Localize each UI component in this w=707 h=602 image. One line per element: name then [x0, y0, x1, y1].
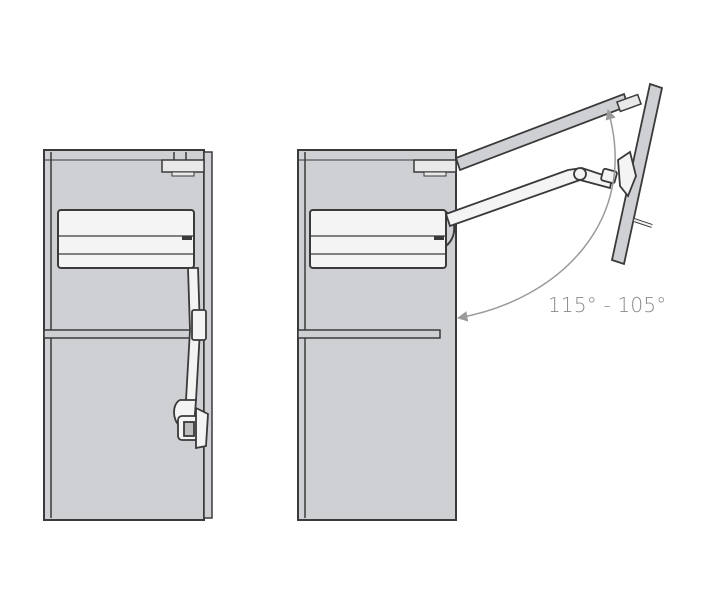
shelf-left [43, 329, 205, 339]
top-hinge-left [161, 152, 205, 177]
lift-unit-left [57, 209, 195, 269]
folded-arm [173, 267, 209, 450]
shelf-right [297, 329, 441, 339]
lift-unit-right [309, 209, 456, 269]
door-open [610, 82, 664, 266]
extended-arm [444, 167, 618, 228]
opening-angle-indicator: 115° - 105° [456, 108, 666, 322]
cabinet-closed [43, 149, 213, 521]
top-hinge-right [413, 159, 457, 177]
opening-angle-label: 115° - 105° [548, 293, 666, 317]
opening-angle-arc [456, 108, 616, 322]
